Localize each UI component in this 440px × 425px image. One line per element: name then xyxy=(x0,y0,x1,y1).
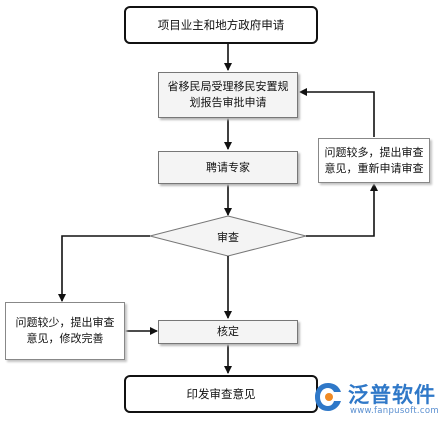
arrow-decision-to-few-issues xyxy=(58,235,150,302)
start-node-label: 项目业主和地方政府申请 xyxy=(157,18,285,32)
brand-mark-icon xyxy=(315,383,341,411)
verify-node: 核定 xyxy=(158,320,298,344)
many-issues-node: 问题较多，提出审查意见，重新申请审查 xyxy=(318,138,430,183)
brand-url: www.fanpusoft.com xyxy=(350,406,439,416)
arrow-many-issues-to-review xyxy=(299,88,375,137)
few-issues-node: 问题较少，提出审查意见，修改完善 xyxy=(5,302,125,360)
end-node-label: 印发审查意见 xyxy=(186,387,256,401)
decision-label: 审查 xyxy=(217,231,239,244)
verify-label: 核定 xyxy=(217,325,239,338)
end-node: 印发审查意见 xyxy=(124,375,318,413)
review-report-node: 省移民局受理移民安置规划报告审批申请 xyxy=(158,72,298,118)
review-report-label: 省移民局受理移民安置规划报告审批申请 xyxy=(167,80,289,109)
arrow-decision-to-many-issues xyxy=(306,183,378,237)
many-issues-label: 问题较多，提出审查意见，重新申请审查 xyxy=(324,145,424,175)
brand-name: 泛普软件 xyxy=(348,383,436,407)
hire-experts-label: 聘请专家 xyxy=(206,160,250,174)
brand-logo: 泛普软件 www.fanpusoft.com xyxy=(312,378,439,422)
few-issues-label: 问题较少，提出审查意见，修改完善 xyxy=(15,316,115,345)
hire-experts-node: 聘请专家 xyxy=(158,151,298,184)
start-node: 项目业主和地方政府申请 xyxy=(124,6,318,44)
